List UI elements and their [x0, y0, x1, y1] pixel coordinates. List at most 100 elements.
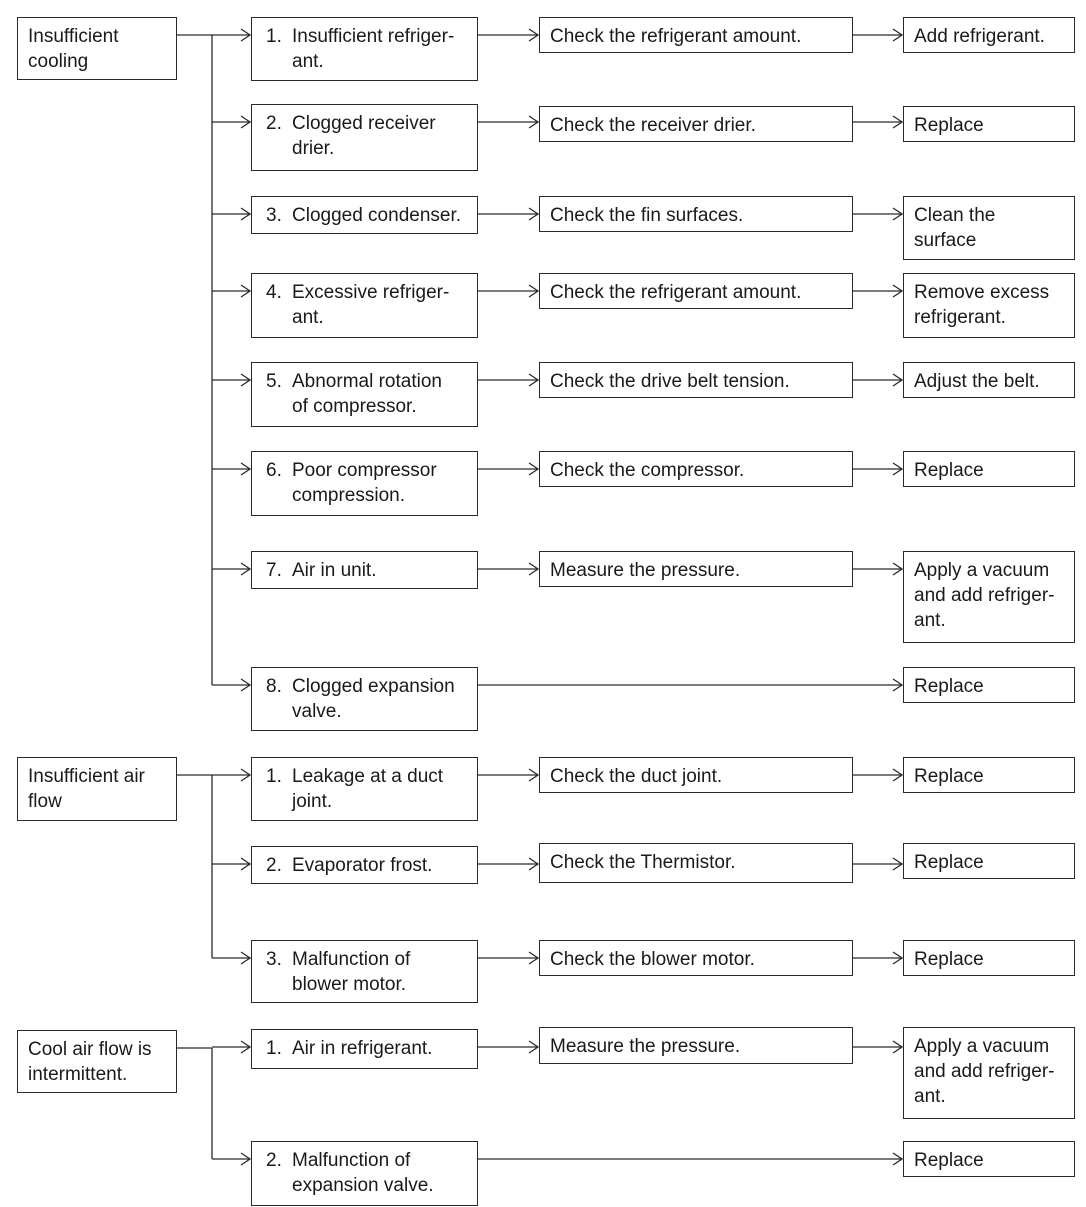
cause-text: Air in refrigerant.	[292, 1038, 433, 1059]
check-box: Check the drive belt tension.	[539, 362, 853, 398]
cause-box: 3. Clogged condenser.	[251, 196, 478, 234]
remedy-text: Replace	[914, 460, 984, 481]
cause-box: 8.Clogged expansion valve.	[251, 667, 478, 731]
cause-arrow-head	[240, 462, 252, 476]
remedy-box: Replace	[903, 1141, 1075, 1177]
check-arrow-head	[528, 207, 540, 221]
cause-arrow-head	[240, 768, 252, 782]
check-text: Measure the pressure.	[550, 1036, 741, 1057]
cause-number: 6.	[266, 460, 282, 481]
check-arrow-head	[528, 115, 540, 129]
cause-number: 2.	[266, 855, 282, 876]
check-arrow-head	[528, 28, 540, 42]
cause-arrow-head	[240, 207, 252, 221]
cause-number: 1.	[266, 26, 282, 47]
cause-arrow-head	[240, 562, 252, 576]
check-text: Check the Thermistor.	[550, 852, 736, 873]
remedy-text: Clean the surface	[914, 205, 996, 251]
cause-text: Malfunction of blower motor.	[292, 949, 411, 995]
check-box: Measure the pressure.	[539, 551, 853, 587]
cause-box: 5. Abnormal rotation of compressor.	[251, 362, 478, 427]
check-arrow-head	[528, 1040, 540, 1054]
cause-text: Clogged receiver drier.	[292, 113, 436, 159]
check-text: Check the receiver drier.	[550, 115, 756, 136]
cause-text: Evaporator frost.	[292, 855, 433, 876]
cause-box: 2.Malfunction of expansion valve.	[251, 1141, 478, 1206]
cause-box: 6.Poor compressor compression.	[251, 451, 478, 516]
cause-box: 1.Leakage at a duct joint.	[251, 757, 478, 821]
check-text: Measure the pressure.	[550, 560, 741, 581]
check-box: Check the duct joint.	[539, 757, 853, 793]
cause-arrow-head	[240, 951, 252, 965]
cause-text: Air in unit.	[292, 560, 377, 581]
remedy-text: Replace	[914, 676, 984, 697]
remedy-box: Replace	[903, 940, 1075, 976]
cause-text: Clogged condenser.	[292, 205, 462, 226]
remedy-arrow-head	[892, 562, 904, 576]
cause-text: Abnormal rotation of compressor.	[292, 371, 442, 417]
check-box: Check the refrigerant amount.	[539, 17, 853, 53]
cause-box: 4. Excessive refriger- ant.	[251, 273, 478, 338]
check-box: Check the compressor.	[539, 451, 853, 487]
remedy-arrow-head	[892, 207, 904, 221]
check-text: Check the fin surfaces.	[550, 205, 744, 226]
check-box: Check the blower motor.	[539, 940, 853, 976]
check-box: Check the Thermistor.	[539, 843, 853, 883]
remedy-box: Replace	[903, 843, 1075, 879]
remedy-box: Replace	[903, 757, 1075, 793]
check-text: Check the blower motor.	[550, 949, 755, 970]
cause-number: 3.	[266, 949, 282, 970]
remedy-text: Replace	[914, 852, 984, 873]
cause-number: 1.	[266, 766, 282, 787]
cause-box: 1.Air in refrigerant.	[251, 1029, 478, 1069]
remedy-box: Replace	[903, 451, 1075, 487]
remedy-text: Replace	[914, 949, 984, 970]
cause-number: 3.	[266, 205, 282, 226]
remedy-text: Adjust the belt.	[914, 371, 1040, 392]
remedy-box: Apply a vacuum and add refriger- ant.	[903, 1027, 1075, 1119]
remedy-box: Replace	[903, 667, 1075, 703]
check-arrow-head	[528, 768, 540, 782]
symptom-label: Insufficient air flow	[28, 766, 145, 812]
cause-arrow-head	[240, 373, 252, 387]
cause-text: Insufficient refriger- ant.	[292, 26, 455, 72]
check-box: Check the refrigerant amount.	[539, 273, 853, 309]
cause-arrow-head	[240, 115, 252, 129]
cause-text: Excessive refriger- ant.	[292, 282, 450, 328]
cause-number: 5.	[266, 371, 282, 392]
remedy-arrow-head	[892, 462, 904, 476]
cause-box: 7. Air in unit.	[251, 551, 478, 589]
cause-number: 7.	[266, 560, 282, 581]
remedy-arrow-head	[892, 951, 904, 965]
check-text: Check the refrigerant amount.	[550, 26, 802, 47]
remedy-arrow-head	[892, 678, 904, 692]
symptom-box: Insufficient air flow	[17, 757, 177, 821]
cause-arrow-head	[240, 28, 252, 42]
remedy-text: Apply a vacuum and add refriger- ant.	[914, 1036, 1055, 1107]
remedy-arrow-head	[892, 28, 904, 42]
symptom-box: Cool air flow is intermittent.	[17, 1030, 177, 1093]
check-arrow-head	[528, 373, 540, 387]
cause-number: 4.	[266, 282, 282, 303]
remedy-arrow-head	[892, 284, 904, 298]
remedy-box: Apply a vacuum and add refriger- ant.	[903, 551, 1075, 643]
remedy-box: Clean the surface	[903, 196, 1075, 260]
check-arrow-head	[528, 284, 540, 298]
cause-arrow-head	[240, 678, 252, 692]
remedy-box: Adjust the belt.	[903, 362, 1075, 398]
remedy-text: Replace	[914, 115, 984, 136]
check-text: Check the refrigerant amount.	[550, 282, 802, 303]
check-arrow-head	[528, 462, 540, 476]
remedy-text: Replace	[914, 1150, 984, 1171]
remedy-text: Add refrigerant.	[914, 26, 1045, 47]
cause-arrow-head	[240, 1152, 252, 1166]
symptom-label: Insufficient cooling	[28, 26, 119, 72]
check-text: Check the compressor.	[550, 460, 745, 481]
remedy-text: Apply a vacuum and add refriger- ant.	[914, 560, 1055, 631]
check-box: Check the receiver drier.	[539, 106, 853, 142]
remedy-text: Remove excess refrigerant.	[914, 282, 1050, 328]
remedy-arrow-head	[892, 768, 904, 782]
cause-number: 2.	[266, 113, 282, 134]
cause-box: 2. Clogged receiver drier.	[251, 104, 478, 171]
symptom-box: Insufficient cooling	[17, 17, 177, 80]
